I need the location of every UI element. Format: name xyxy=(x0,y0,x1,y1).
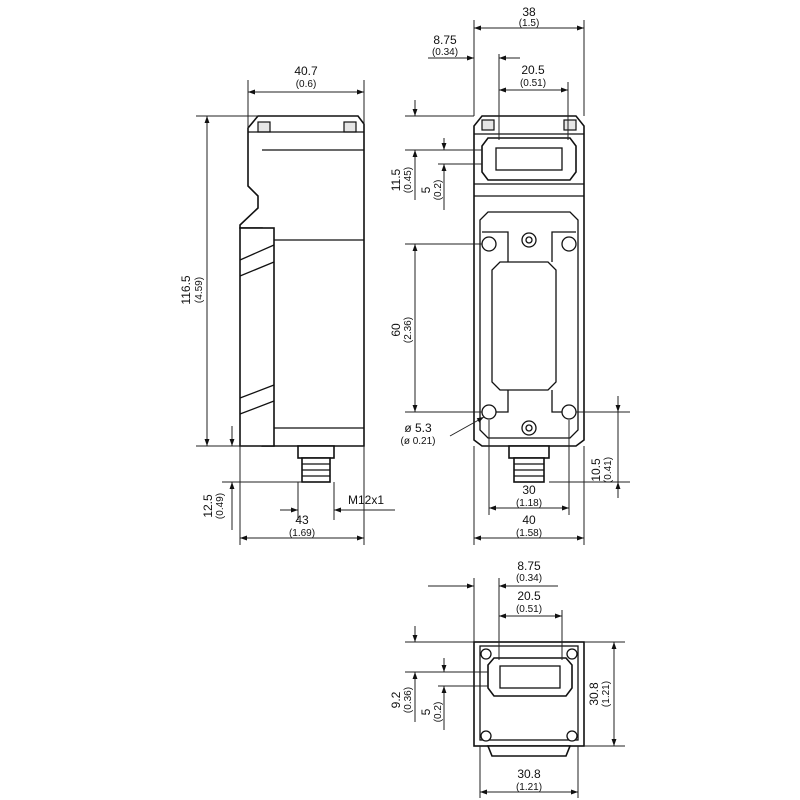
top-base-lip xyxy=(486,745,572,757)
dim-front-bottom: 10.5 xyxy=(589,458,603,482)
dim-front-hole-dia: ø 5.3 xyxy=(404,421,432,435)
dim-front-width-inch: (1.58) xyxy=(516,528,542,539)
dim-front-width: 40 xyxy=(522,513,536,527)
dim-front-holes-inch: (2.36) xyxy=(403,317,414,343)
dim-front-hole-dia-inch: (ø 0.21) xyxy=(400,436,435,447)
dim-side-base: 43 xyxy=(295,513,309,527)
front-screw-bottom-center xyxy=(525,424,533,432)
side-dimensions: 40.7 (0.6) 116.5 (4.59) 12.5 (0.49) M12x… xyxy=(179,64,395,545)
dim-side-plug-inch: (0.49) xyxy=(215,493,226,519)
front-screw-top-center xyxy=(525,236,533,244)
dim-top-height: 30.8 xyxy=(587,682,601,706)
dim-side-width: 40.7 xyxy=(294,64,318,78)
dim-top-head-inch: (0.36) xyxy=(403,687,414,713)
dim-front-window-inch: (0.51) xyxy=(520,78,546,89)
dim-front-window-h-inch: (0.2) xyxy=(433,180,444,201)
dim-front-width-top: 38 xyxy=(522,5,536,19)
dim-front-window: 20.5 xyxy=(521,63,545,77)
side-view xyxy=(239,115,365,483)
dim-front-head: 11.5 xyxy=(389,168,403,191)
dim-side-plug: 12.5 xyxy=(201,494,215,518)
front-hole-top-left xyxy=(481,236,497,252)
dim-front-offset: 8.75 xyxy=(433,33,457,47)
front-dimensions: 38 (1.5) 8.75 (0.34) 20.5 (0.51) 11.5 (0… xyxy=(389,5,630,545)
dim-top-window-h: 5 xyxy=(419,708,433,715)
dim-front-hole-spacing: 30 xyxy=(522,483,536,497)
dim-side-thread: M12x1 xyxy=(348,493,384,507)
top-dimensions: 8.75 (0.34) 20.5 (0.51) 9.2 (0.36) 5 (0.… xyxy=(389,559,625,798)
top-sensor-head xyxy=(487,657,573,697)
front-plug-collar xyxy=(508,445,550,459)
dim-front-bottom-inch: (0.41) xyxy=(603,457,614,483)
front-view xyxy=(473,115,585,483)
front-hole-bottom-left xyxy=(481,404,497,420)
dim-top-offset-inch: (0.34) xyxy=(516,573,542,584)
front-clip-right xyxy=(563,119,577,131)
side-clip-left xyxy=(257,121,271,133)
dim-top-width-inch: (1.21) xyxy=(516,782,542,793)
side-plug-collar xyxy=(297,445,335,459)
top-screw-br xyxy=(566,730,578,742)
side-clip-right xyxy=(343,121,357,133)
top-sensor-window xyxy=(499,665,561,689)
dim-front-head-inch: (0.45) xyxy=(403,167,414,193)
top-screw-tl xyxy=(480,648,492,660)
dim-top-width: 30.8 xyxy=(517,767,541,781)
front-sensor-window xyxy=(495,147,563,171)
dim-front-hole-spacing-inch: (1.18) xyxy=(516,498,542,509)
dim-side-base-inch: (1.69) xyxy=(289,528,315,539)
top-screw-tr xyxy=(566,648,578,660)
dim-top-height-inch: (1.21) xyxy=(601,681,612,707)
top-view xyxy=(473,641,585,757)
dim-top-window-inch: (0.51) xyxy=(516,604,542,615)
dim-top-offset: 8.75 xyxy=(517,559,541,573)
dim-front-offset-inch: (0.34) xyxy=(432,47,458,58)
dim-front-width-top-inch: (1.5) xyxy=(519,18,540,29)
dim-side-height: 116.5 xyxy=(179,275,193,304)
dim-front-window-h: 5 xyxy=(419,186,433,193)
dim-side-width-inch: (0.6) xyxy=(296,79,317,90)
dim-front-holes: 60 xyxy=(389,323,403,337)
dim-side-height-inch: (4.59) xyxy=(194,277,205,303)
dim-top-window-h-inch: (0.2) xyxy=(433,702,444,723)
front-hole-bottom-right xyxy=(561,404,577,420)
front-hole-top-right xyxy=(561,236,577,252)
dim-top-head: 9.2 xyxy=(389,691,403,708)
top-screw-bl xyxy=(480,730,492,742)
front-clip-left xyxy=(481,119,495,131)
dim-top-window: 20.5 xyxy=(517,589,541,603)
front-label-area xyxy=(491,261,557,391)
side-actuator-plate xyxy=(239,227,275,447)
